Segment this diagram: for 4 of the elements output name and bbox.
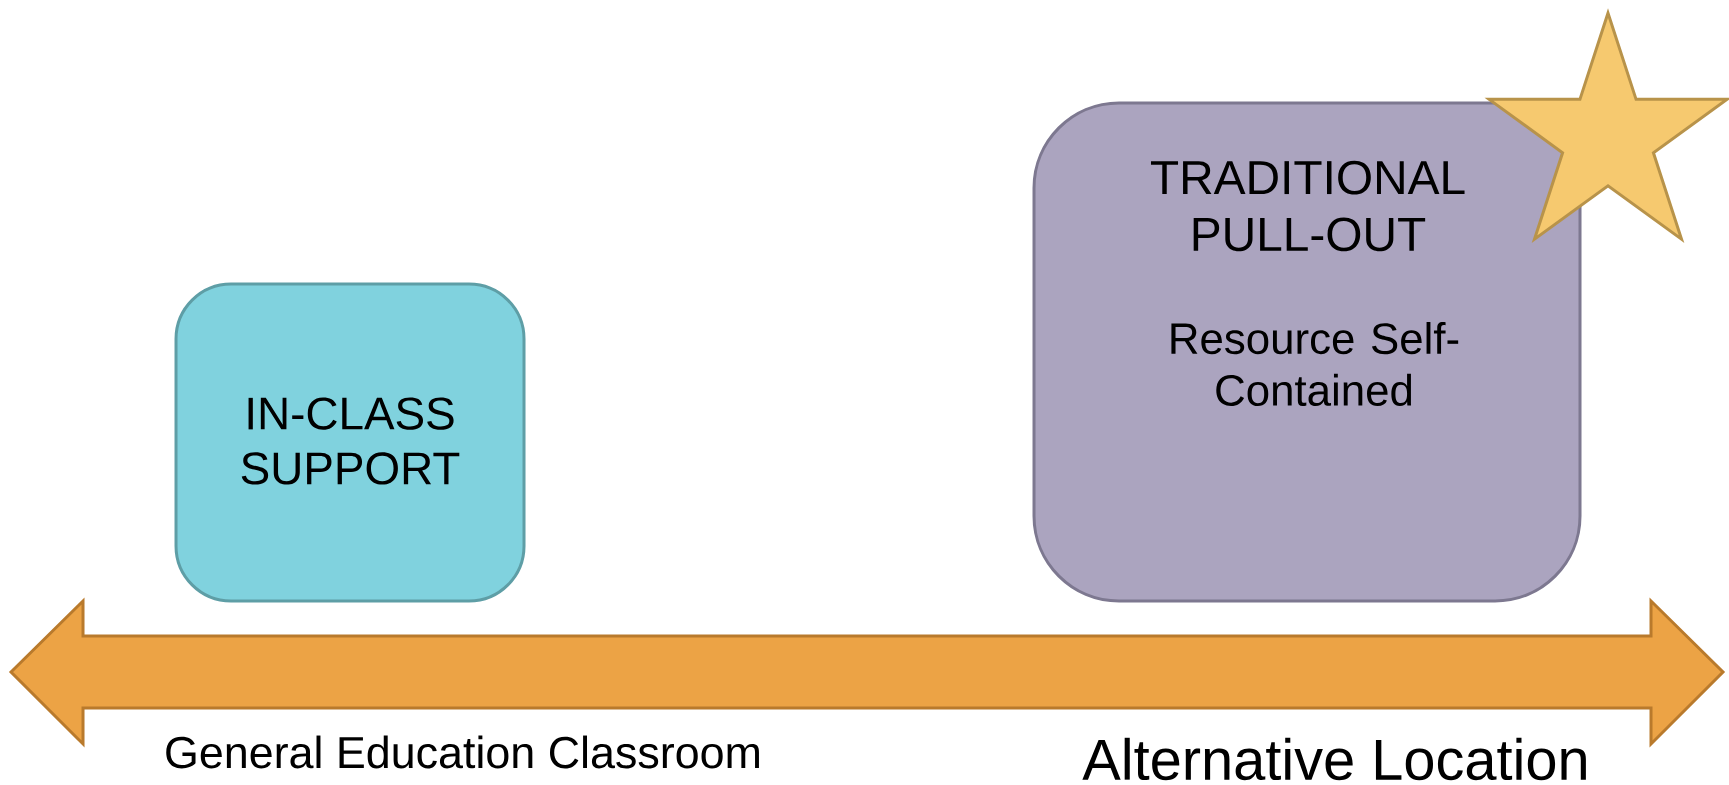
rounded-box: IN-CLASS SUPPORT <box>174 282 526 603</box>
scale-label: General Education Classroom <box>166 735 759 769</box>
rounded-box: TRADITIONAL PULL-OUT Resource Self-Contained <box>1032 101 1582 603</box>
scale-label: Alternative Location <box>1082 737 1586 781</box>
